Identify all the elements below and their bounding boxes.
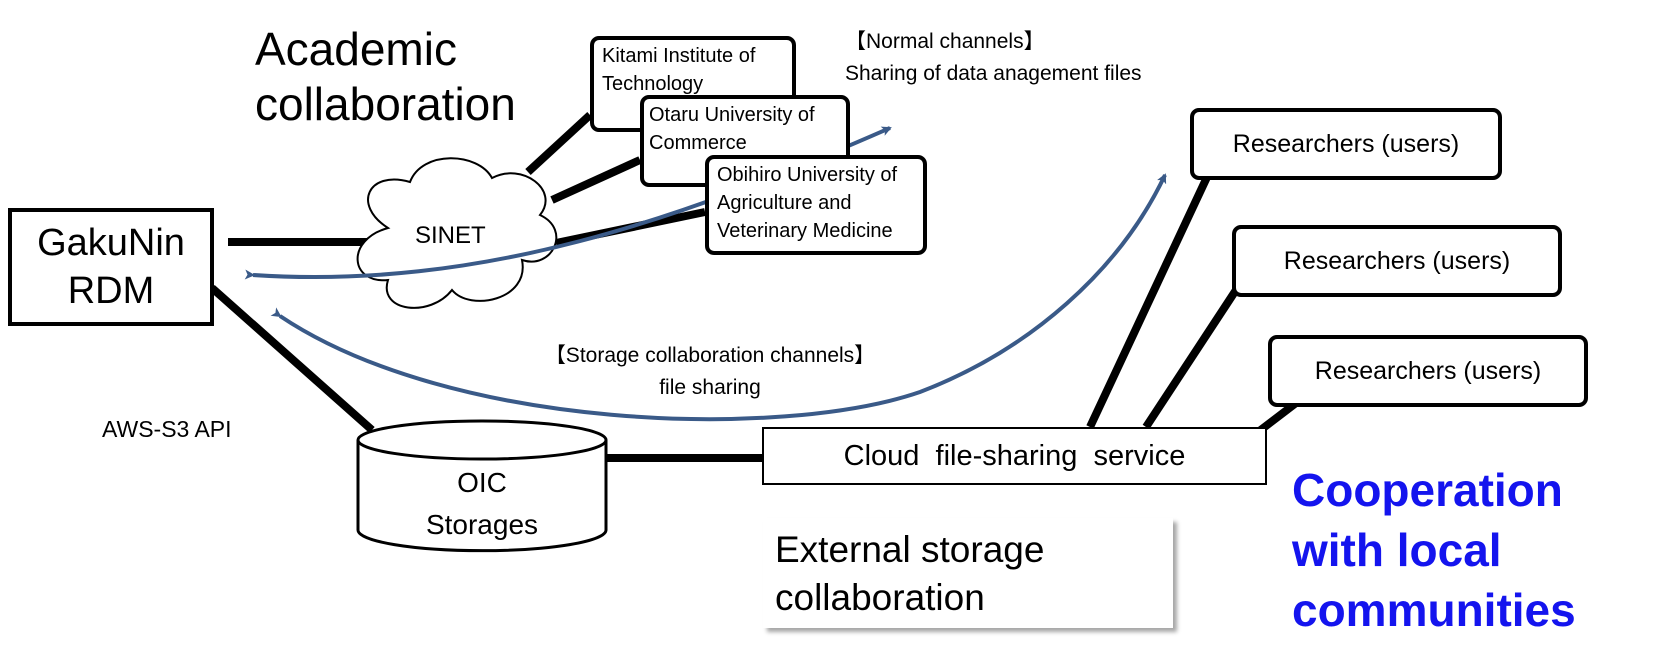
line-sinet-kitami	[525, 112, 593, 175]
cooperation-heading: Cooperation with local communities	[1292, 464, 1576, 636]
researchers-box-1: Researchers (users)	[1190, 108, 1502, 180]
line-cloud-researchers-1	[1086, 173, 1212, 429]
line-gakunin-oic	[209, 285, 375, 433]
normal-channels-label: 【Normal channels】 Sharing of data anagem…	[845, 30, 1142, 85]
storage-channel-arrow	[270, 173, 1167, 422]
researchers-box-3: Researchers (users)	[1268, 335, 1588, 407]
aws-s3-api-label: AWS-S3 API	[102, 416, 232, 442]
external-storage-box: External storage collaboration	[763, 518, 1173, 628]
university-box-obihiro: Obihiro University of Agriculture and Ve…	[705, 155, 927, 255]
sinet-label: SINET	[415, 222, 486, 249]
oic-storages-label: OIC Storages	[425, 467, 539, 540]
line-cloud-researchers-2	[1142, 287, 1240, 430]
storage-channels-label: 【Storage collaboration channels】 file sh…	[544, 344, 876, 399]
gakunin-rdm-box: GakuNin RDM	[8, 208, 214, 326]
researchers-box-2: Researchers (users)	[1232, 225, 1562, 297]
oic-cylinder	[356, 419, 608, 553]
academic-heading: Academic collaboration	[255, 23, 516, 130]
cloud-service-box: Cloud file-sharing service	[762, 427, 1267, 485]
line-sinet-otaru	[550, 156, 642, 204]
